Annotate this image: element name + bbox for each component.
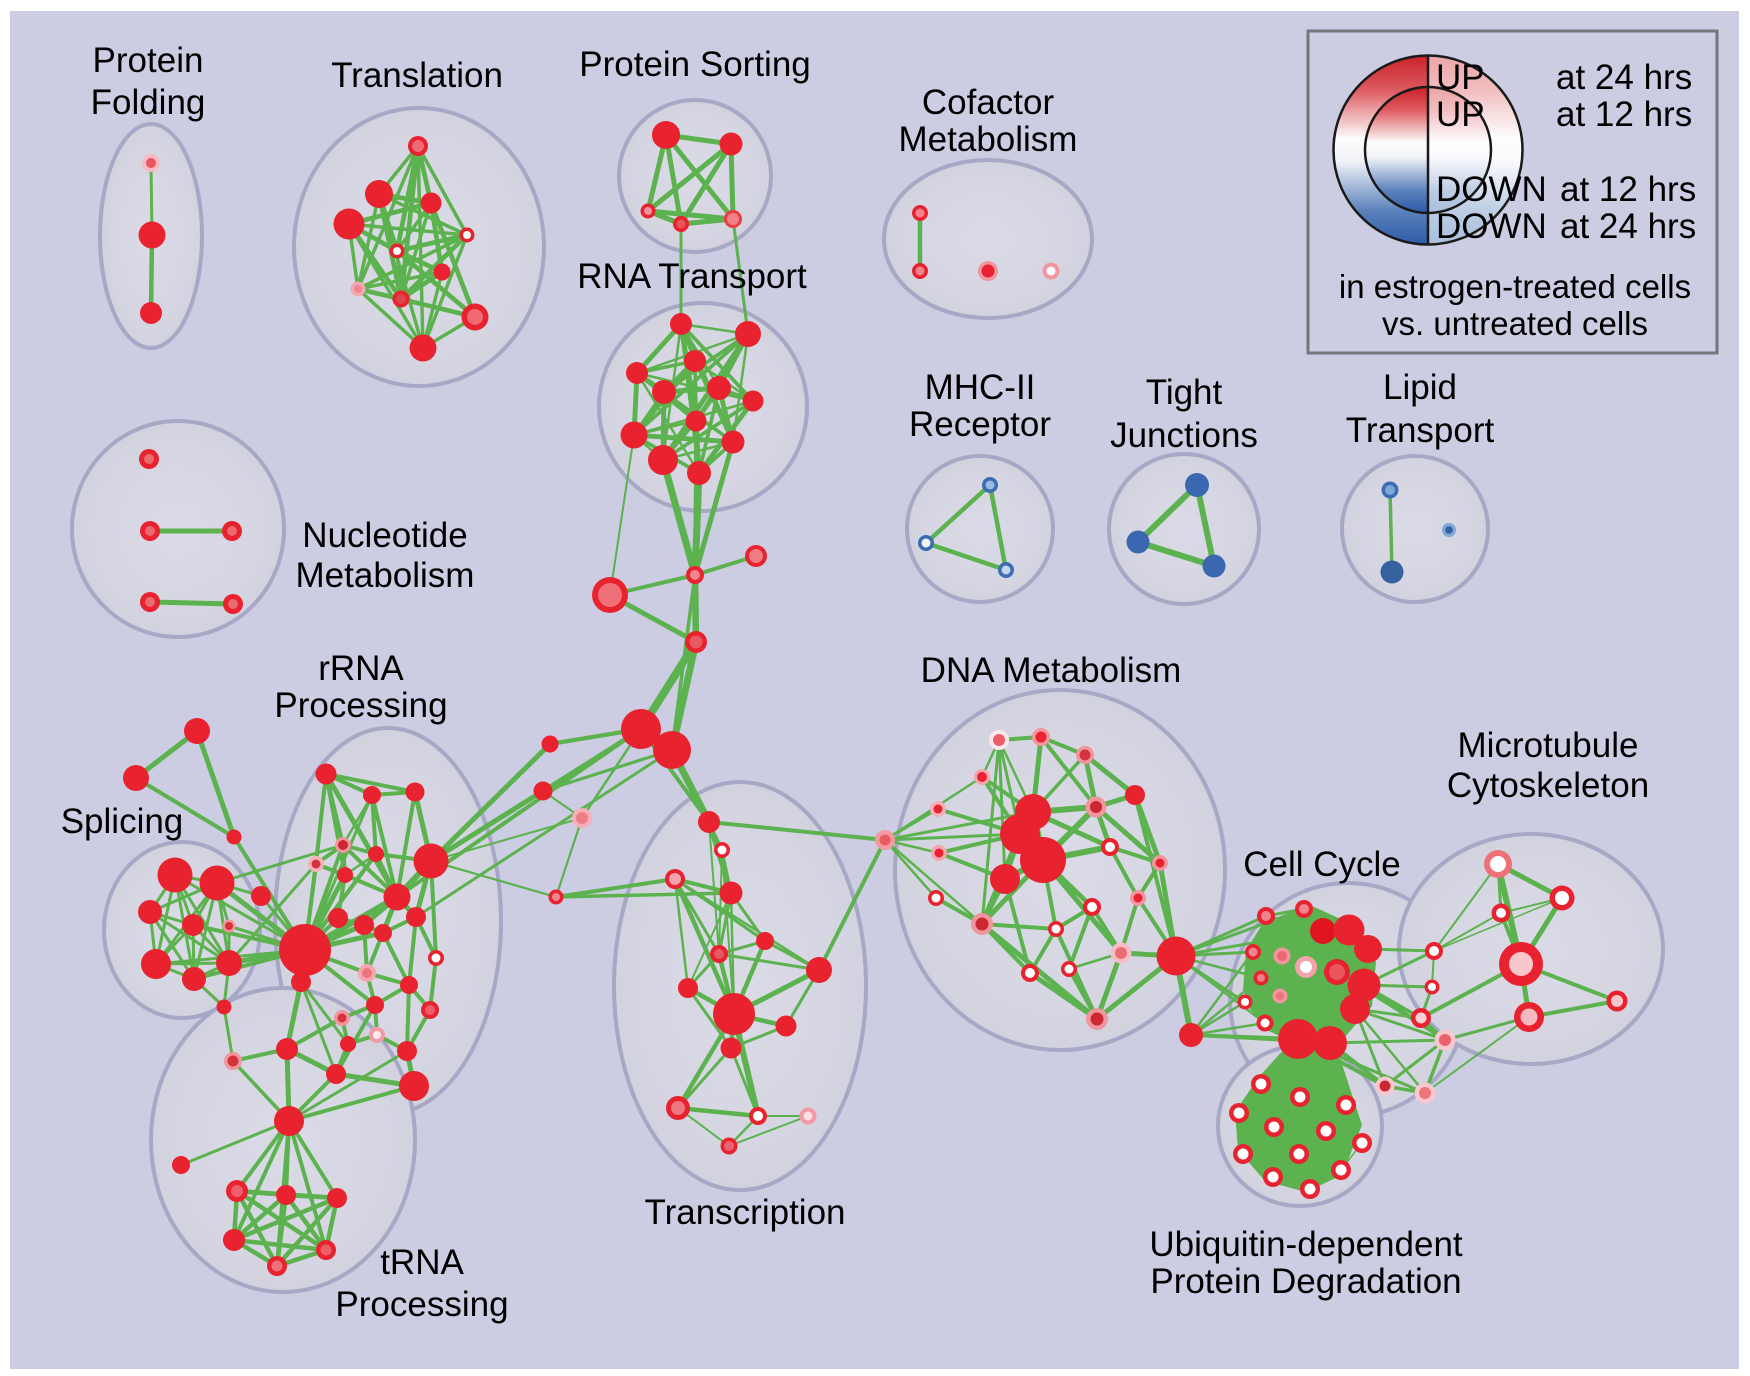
svg-text:Microtubule: Microtubule <box>1458 726 1639 765</box>
svg-text:Cell Cycle: Cell Cycle <box>1243 845 1401 884</box>
svg-text:Tight: Tight <box>1146 373 1223 412</box>
svg-text:Transport: Transport <box>1346 411 1495 450</box>
svg-text:Receptor: Receptor <box>909 405 1051 444</box>
svg-text:Ubiquitin-dependent: Ubiquitin-dependent <box>1149 1225 1463 1264</box>
svg-text:at 24 hrs: at 24 hrs <box>1556 58 1692 97</box>
svg-text:Metabolism: Metabolism <box>899 120 1078 159</box>
svg-text:Protein Sorting: Protein Sorting <box>579 45 811 84</box>
svg-text:Transcription: Transcription <box>645 1193 846 1232</box>
svg-text:Folding: Folding <box>91 83 206 122</box>
svg-text:DNA Metabolism: DNA Metabolism <box>921 651 1182 690</box>
svg-text:at 12 hrs: at 12 hrs <box>1560 170 1696 209</box>
svg-text:DOWN: DOWN <box>1436 170 1547 209</box>
svg-text:tRNA: tRNA <box>380 1243 464 1282</box>
svg-text:UP: UP <box>1436 95 1485 134</box>
svg-text:Processing: Processing <box>335 1285 508 1324</box>
svg-text:at 12 hrs: at 12 hrs <box>1556 95 1692 134</box>
svg-text:Protein Degradation: Protein Degradation <box>1150 1262 1461 1301</box>
svg-text:Cytoskeleton: Cytoskeleton <box>1447 766 1649 805</box>
svg-text:MHC-II: MHC-II <box>925 368 1036 407</box>
svg-text:Processing: Processing <box>274 686 447 725</box>
svg-text:rRNA: rRNA <box>318 649 404 688</box>
svg-text:Translation: Translation <box>331 56 503 95</box>
svg-text:Cofactor: Cofactor <box>922 83 1055 122</box>
svg-text:UP: UP <box>1436 58 1485 97</box>
svg-text:Splicing: Splicing <box>61 802 184 841</box>
svg-text:Lipid: Lipid <box>1383 368 1457 407</box>
svg-text:Junctions: Junctions <box>1110 416 1258 455</box>
svg-text:RNA Transport: RNA Transport <box>577 257 807 296</box>
svg-text:at 24 hrs: at 24 hrs <box>1560 207 1696 246</box>
svg-text:Metabolism: Metabolism <box>296 556 475 595</box>
svg-text:DOWN: DOWN <box>1436 207 1547 246</box>
svg-text:vs. untreated cells: vs. untreated cells <box>1382 305 1648 342</box>
svg-text:Protein: Protein <box>93 41 204 80</box>
svg-text:Nucleotide: Nucleotide <box>302 516 467 555</box>
svg-text:in estrogen-treated cells: in estrogen-treated cells <box>1339 268 1691 305</box>
